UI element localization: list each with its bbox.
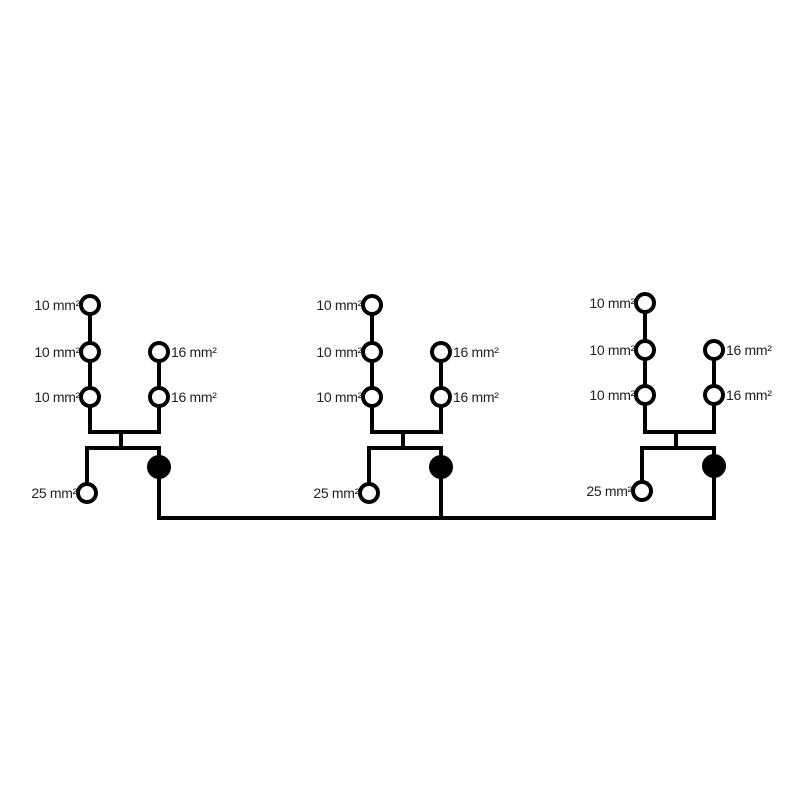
group-3-right-label-2: 16 mm² — [726, 387, 772, 403]
open-node-icon — [148, 341, 170, 363]
filled-node-icon — [429, 455, 453, 479]
open-node-icon — [358, 482, 380, 504]
group-3-bottom-label: 25 mm² — [586, 483, 632, 499]
open-node-icon — [430, 341, 452, 363]
open-node-icon — [634, 384, 656, 406]
group-2-nodes — [358, 294, 453, 504]
open-node-icon — [703, 339, 725, 361]
open-node-icon — [634, 292, 656, 314]
open-node-icon — [361, 386, 383, 408]
filled-node-icon — [147, 455, 171, 479]
group-3-lines — [640, 303, 716, 520]
open-node-icon — [148, 386, 170, 408]
open-node-icon — [634, 339, 656, 361]
group-1-left-label-3: 10 mm² — [34, 389, 80, 405]
group-2-left-label-3: 10 mm² — [316, 389, 362, 405]
open-node-icon — [703, 384, 725, 406]
group-3-left-label-3: 10 mm² — [589, 387, 635, 403]
open-node-icon — [361, 341, 383, 363]
group-2-left-label-2: 10 mm² — [316, 344, 362, 360]
group-1-lines — [85, 303, 161, 520]
group-3-right-label-1: 16 mm² — [726, 342, 772, 358]
group-3-left-label-2: 10 mm² — [589, 342, 635, 358]
group-2-right-label-2: 16 mm² — [453, 389, 499, 405]
open-node-icon — [79, 386, 101, 408]
open-node-icon — [76, 482, 98, 504]
open-node-icon — [430, 386, 452, 408]
group-1-left-label-1: 10 mm² — [34, 297, 80, 313]
group-1-right-label-1: 16 mm² — [171, 344, 217, 360]
group-1-left-label-2: 10 mm² — [34, 344, 80, 360]
group-1-right-label-2: 16 mm² — [171, 389, 217, 405]
open-node-icon — [361, 294, 383, 316]
open-node-icon — [79, 294, 101, 316]
group-3-left-label-1: 10 mm² — [589, 295, 635, 311]
group-2-left-label-1: 10 mm² — [316, 297, 362, 313]
group-3-nodes — [631, 292, 726, 502]
filled-node-icon — [702, 454, 726, 478]
group-2-right-label-1: 16 mm² — [453, 344, 499, 360]
group-2-bottom-label: 25 mm² — [313, 485, 359, 501]
group-1-bottom-label: 25 mm² — [31, 485, 77, 501]
group-1-nodes — [76, 294, 171, 504]
open-node-icon — [631, 480, 653, 502]
open-node-icon — [79, 341, 101, 363]
group-2-lines — [367, 303, 443, 520]
